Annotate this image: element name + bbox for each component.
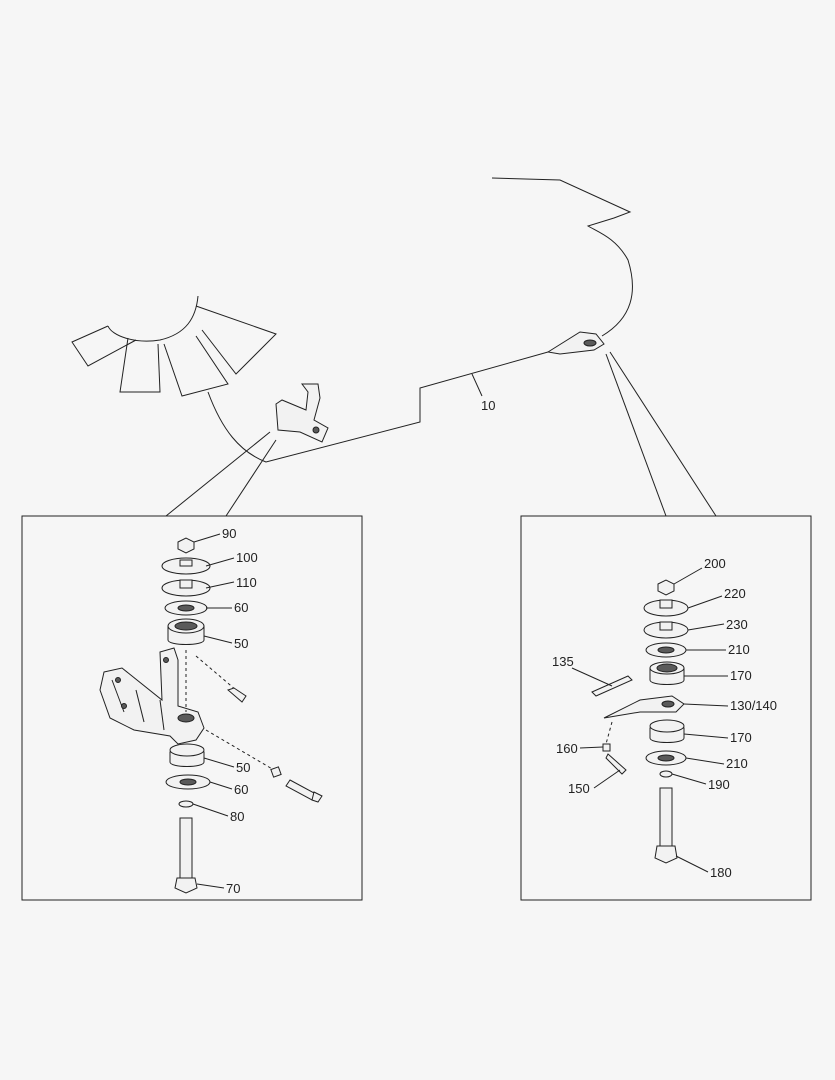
bushing-50-top: [167, 618, 205, 645]
callout-210-top: 210: [728, 642, 750, 657]
bracket-130-140: [603, 695, 685, 719]
detail-box-left: 90 100 110 60 50 50 60 80 70: [21, 515, 363, 901]
callout-60-top: 60: [234, 600, 248, 615]
nut-small: [270, 766, 282, 778]
bolt-long: [285, 779, 323, 803]
callout-100: 100: [236, 550, 258, 565]
callout-135: 135: [552, 654, 574, 669]
mount-bracket: [99, 647, 205, 745]
callout-110: 110: [236, 575, 257, 590]
callout-170-bottom: 170: [730, 730, 752, 745]
callout-210-bottom: 210: [726, 756, 748, 771]
callout-130-140: 130/140: [730, 698, 777, 713]
callout-150: 150: [568, 781, 590, 796]
callout-180: 180: [710, 865, 732, 880]
callout-230: 230: [726, 617, 748, 632]
fan-outline: [71, 295, 277, 397]
nut-90: [177, 537, 195, 554]
callout-80: 80: [230, 809, 244, 824]
callout-60-bottom: 60: [234, 782, 248, 797]
callout-50-bottom: 50: [236, 760, 250, 775]
bracket-small-left: [275, 383, 329, 443]
callout-10: 10: [481, 398, 495, 413]
harness-upper: [491, 177, 633, 337]
callout-190: 190: [708, 777, 730, 792]
bushing-50-bottom: [169, 743, 205, 767]
callout-170-top: 170: [730, 668, 752, 683]
overview: 10: [71, 177, 717, 517]
callout-90: 90: [222, 526, 236, 541]
callout-160: 160: [556, 741, 578, 756]
bolt-70: [174, 817, 198, 894]
callout-50-top: 50: [234, 636, 248, 651]
callout-70: 70: [226, 881, 240, 896]
bolt-180: [654, 787, 678, 864]
callout-200: 200: [704, 556, 726, 571]
detail-box-right: 200 220 230 210 170 135 130/140 170 160 …: [520, 515, 812, 901]
harness-line: [207, 337, 595, 463]
bracket-small-right: [546, 331, 605, 355]
bushing-170-bottom: [649, 719, 685, 743]
callout-220: 220: [724, 586, 746, 601]
screw-small: [227, 687, 247, 703]
bushing-170-top: [649, 661, 685, 685]
